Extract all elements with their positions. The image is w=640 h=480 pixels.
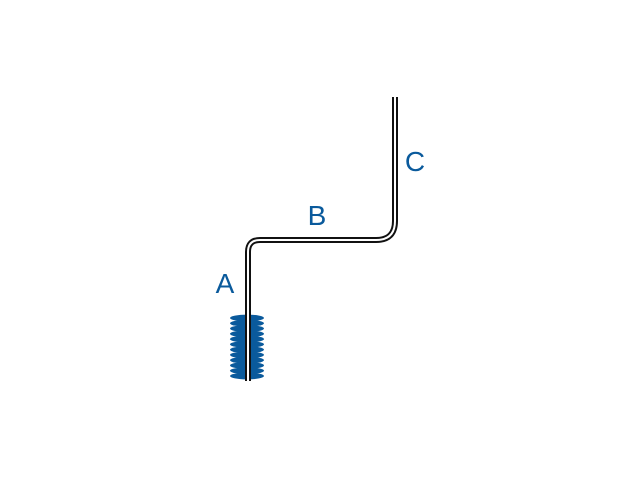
wire-core [247,97,396,381]
brush-bristles [230,314,264,380]
segment-label-a: A [216,268,235,299]
segment-label-c: C [405,146,425,177]
segment-label-b: B [308,200,327,231]
